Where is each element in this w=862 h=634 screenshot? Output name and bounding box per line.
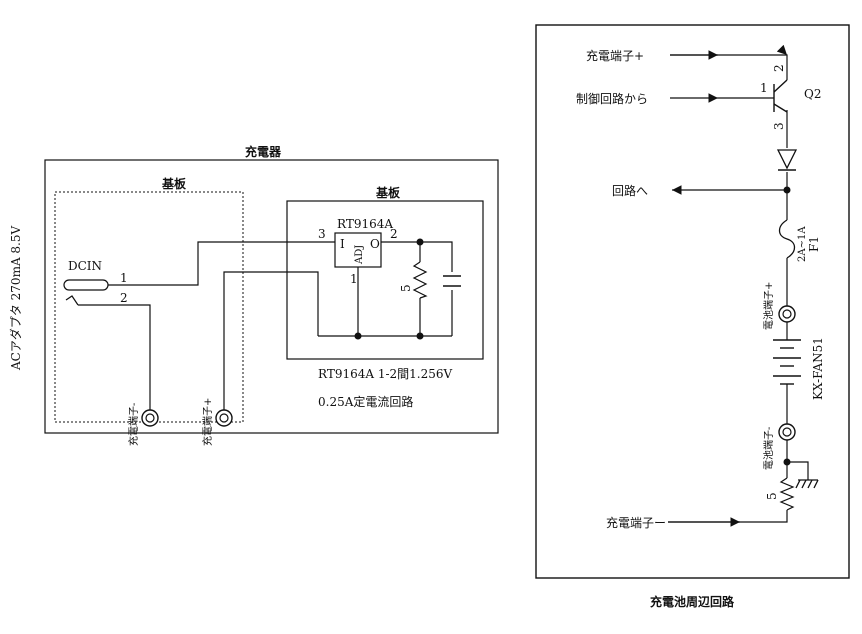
dcin-pin2-label: 2 — [120, 291, 128, 305]
battery-terminal-plus — [778, 305, 796, 323]
junction-dot — [354, 332, 362, 340]
fuse-name-label: F1 — [807, 236, 821, 252]
ic-pin2-label: 2 — [390, 227, 398, 241]
junction-dot — [416, 332, 424, 340]
ic-pin-out: O — [370, 237, 380, 251]
dcin-pin1-label: 1 — [120, 271, 128, 285]
ic-name: RT9164A — [337, 217, 393, 231]
resistor-5-ohm-battery — [779, 477, 795, 511]
left-board-title: 基板 — [161, 176, 187, 191]
q2-pin3-label: 3 — [772, 122, 786, 130]
ic-rt9164a — [334, 232, 382, 268]
battery-name-label: KX-FAN51 — [811, 337, 825, 400]
terminal-plus-label: 充電端子+ — [201, 398, 214, 446]
q2-pin1-label: 1 — [760, 81, 768, 95]
resistor-5-ohm — [412, 261, 428, 299]
right-board-title: 基板 — [375, 185, 401, 200]
dcin-label: DCIN — [68, 259, 102, 273]
battery-terminal-minus — [778, 423, 796, 441]
right-wires — [668, 44, 809, 523]
terminal-plus — [215, 409, 233, 427]
q2-pin2-label: 2 — [772, 64, 786, 72]
dcin-jack — [63, 279, 109, 291]
battery-plus-label: 電池端子+ — [762, 282, 775, 330]
charger-title: 充電器 — [245, 144, 282, 159]
ic-pin-adj: ADJ — [354, 245, 365, 265]
junction-dot — [416, 238, 424, 246]
ground-icon — [795, 479, 819, 489]
terminal-minus-label: 充電端子- — [127, 403, 140, 446]
right-board — [286, 200, 484, 360]
adapter-side-label: ACアダプタ 270mA 8.5V — [8, 225, 23, 371]
charger-box — [44, 159, 499, 434]
q2-label: Q2 — [804, 87, 821, 101]
ic-pin-in: I — [340, 237, 345, 251]
battery-minus-label: 電池端子- — [762, 427, 775, 470]
junction-dot — [783, 458, 791, 466]
transistor-q2 — [773, 79, 788, 113]
note-voltage: RT9164A 1-2間1.256V — [318, 367, 453, 381]
ic-pin1-label: 1 — [350, 272, 358, 286]
battery-circuit-box — [535, 24, 850, 579]
junction-dot — [783, 186, 791, 194]
dcin-jack-spring — [65, 295, 79, 306]
battery-kx-fan51 — [773, 339, 801, 385]
fuse-f1 — [778, 219, 796, 259]
control-label: 制御回路から — [576, 91, 648, 106]
diode — [776, 149, 798, 171]
battery-circuit-title: 充電池周辺回路 — [650, 594, 735, 609]
note-current: 0.25A定電流回路 — [318, 394, 413, 409]
left-wires — [78, 241, 453, 412]
charge-plus-label: 充電端子+ — [586, 48, 644, 63]
fuse-rating-label: 2A~1A — [797, 226, 808, 262]
resistor-value-label: 5 — [399, 284, 413, 292]
charge-minus-label: 充電端子ー — [606, 515, 666, 530]
ic-pin3-label: 3 — [318, 227, 326, 241]
left-board — [54, 191, 244, 423]
battery-resistor-label: 5 — [765, 492, 779, 500]
terminal-minus — [141, 409, 159, 427]
to-circuit-label: 回路へ — [612, 183, 648, 198]
